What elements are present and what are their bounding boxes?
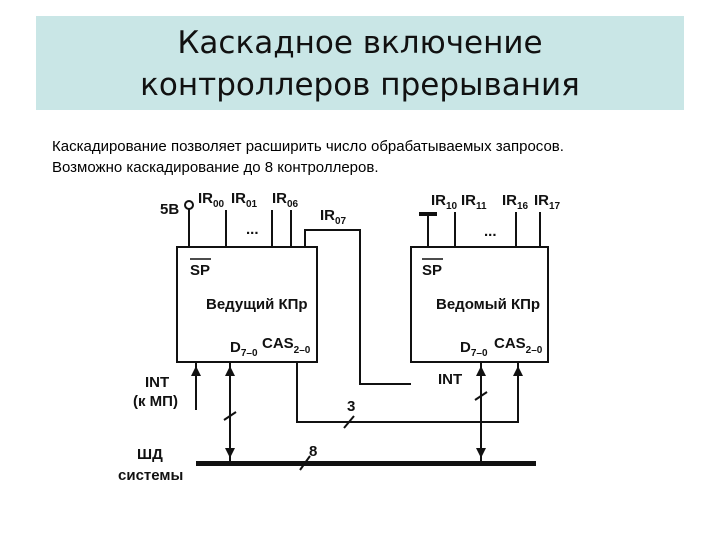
title-line-1: Каскадное включение: [177, 25, 543, 61]
pin-base: D: [460, 339, 471, 356]
pin-sub: 2–0: [526, 345, 543, 356]
ir-sub: 10: [446, 201, 458, 212]
pin-sub: 7–0: [471, 348, 488, 359]
ir-sub: 16: [517, 201, 529, 212]
slave-data-slash: [474, 391, 488, 401]
master-data-arrow-down-icon: [225, 448, 235, 458]
system-data-bus: [196, 461, 536, 466]
master-name-label: Ведущий КПр: [206, 296, 308, 313]
ir-sub: 01: [246, 199, 258, 210]
master-int-arrow-icon: [191, 366, 201, 376]
ir-sub: 00: [213, 199, 225, 210]
pin-base: CAS: [262, 335, 294, 352]
slave-ellipsis: ...: [484, 223, 497, 240]
ir-sub: 17: [549, 201, 561, 212]
pin-base: CAS: [494, 335, 526, 352]
slave-data-arrow-down-icon: [476, 448, 486, 458]
pin-base: D: [230, 339, 241, 356]
description-line-2: Возможно каскадирование до 8 контроллеро…: [52, 159, 379, 176]
master-data-pin-label: D7–0: [230, 339, 258, 359]
ir-base: IR: [431, 192, 446, 209]
master-int-label: INT: [145, 374, 169, 391]
ir-sub: 06: [287, 199, 299, 210]
ir-sub: 07: [335, 216, 347, 227]
slave-data-pin-label: D7–0: [460, 339, 488, 359]
master-cas-pin-label: CAS2–0: [262, 335, 311, 356]
description: Каскадирование позволяет расширить число…: [52, 136, 564, 178]
power-label: 5В: [160, 201, 179, 218]
slave-name-label: Ведомый КПр: [436, 296, 540, 313]
cas-bus-width-label: 3: [347, 398, 355, 415]
master-sp-label: SP: [190, 262, 210, 279]
title-line-2: контроллеров прерывания: [140, 67, 580, 103]
slave-int-label: INT: [438, 371, 462, 388]
ir-base: IR: [534, 192, 549, 209]
pin-sub: 2–0: [294, 345, 311, 356]
slave-ir10-label: IR10: [431, 192, 458, 212]
description-line-1: Каскадирование позволяет расширить число…: [52, 138, 564, 155]
slave-cas-pin-label: CAS2–0: [494, 335, 543, 356]
master-ir01-label: IR01: [231, 190, 258, 210]
ir07-to-slave-int-wire: [304, 229, 411, 385]
master-data-slash: [223, 411, 237, 421]
slave-data-arrow-up-icon: [476, 366, 486, 376]
ground-bar-icon: [419, 212, 437, 216]
ir-base: IR: [502, 192, 517, 209]
ir-base: IR: [461, 192, 476, 209]
ir-base: IR: [272, 190, 287, 207]
cas-arrow-icon: [513, 366, 523, 376]
data-bus-width-label: 8: [309, 443, 317, 460]
slave-ir17-label: IR17: [534, 192, 561, 212]
master-controller-block: [176, 246, 318, 363]
pin-sub: 7–0: [241, 348, 258, 359]
master-data-arrow-up-icon: [225, 366, 235, 376]
master-int-target-label: (к МП): [133, 393, 178, 410]
slave-ir16-label: IR16: [502, 192, 529, 212]
system-bus-label-line-1: ШД: [137, 446, 163, 463]
cas-bus-slash: [343, 415, 355, 429]
master-ir06-label: IR06: [272, 190, 299, 210]
ir-base: IR: [231, 190, 246, 207]
title-band: [36, 16, 684, 110]
slave-controller-block: [410, 246, 549, 363]
master-ellipsis: ...: [246, 221, 259, 238]
ir-base: IR: [198, 190, 213, 207]
slave-ir11-label: IR11: [461, 192, 487, 212]
system-bus-label-line-2: системы: [118, 467, 183, 484]
master-ir07-label: IR07: [320, 207, 347, 227]
slave-sp-label: SP: [422, 262, 442, 279]
ir-sub: 11: [476, 201, 487, 212]
cas-bus-wire: [296, 362, 519, 423]
page-title: Каскадное включение контроллеров прерыва…: [36, 22, 684, 106]
power-terminal-icon: [184, 200, 194, 210]
master-ir00-label: IR00: [198, 190, 225, 210]
ir-base: IR: [320, 207, 335, 224]
